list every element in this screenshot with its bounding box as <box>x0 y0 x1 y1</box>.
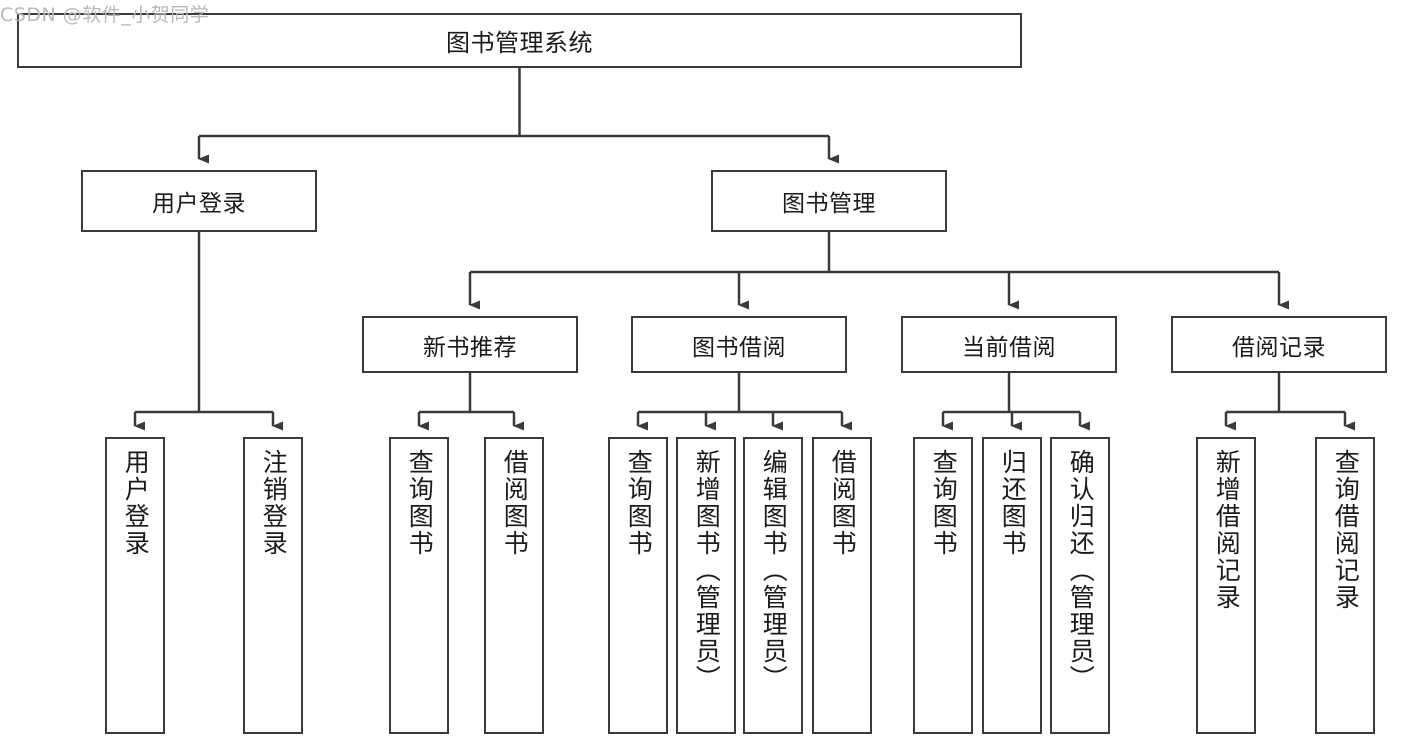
leaf-node-label: 新增图书（管理员） <box>692 449 722 692</box>
leaf-node-leaf-logout[interactable]: 注销登录 <box>243 437 303 734</box>
node-label: 用户登录 <box>152 191 246 217</box>
leaf-node-leaf-query-book-cur[interactable]: 查询图书 <box>913 437 973 734</box>
level3-node-book-borrow[interactable]: 图书借阅 <box>631 316 847 373</box>
node-label: 新书推荐 <box>423 334 517 361</box>
leaf-node-leaf-query-book-bor[interactable]: 查询图书 <box>608 437 668 734</box>
level3-node-current-borrow[interactable]: 当前借阅 <box>901 316 1117 373</box>
leaf-node-leaf-borrow-book-bor[interactable]: 借阅图书 <box>812 437 872 734</box>
root-node-root[interactable]: 图书管理系统 <box>17 13 1022 68</box>
level2-node-book-manage[interactable]: 图书管理 <box>711 170 947 232</box>
node-label: 图书管理系统 <box>446 29 593 57</box>
leaf-node-label: 查询图书 <box>929 449 959 557</box>
leaf-node-label: 用户登录 <box>121 449 151 557</box>
node-label: 图书管理 <box>782 191 876 217</box>
level3-node-new-book-recommend[interactable]: 新书推荐 <box>362 316 578 373</box>
leaf-node-leaf-confirm-return[interactable]: 确认归还（管理员） <box>1050 437 1110 734</box>
leaf-node-label: 查询借阅记录 <box>1331 449 1361 611</box>
leaf-node-label: 查询图书 <box>405 449 435 557</box>
leaf-node-leaf-query-borrow-record[interactable]: 查询借阅记录 <box>1315 437 1375 734</box>
leaf-node-label: 借阅图书 <box>500 449 530 557</box>
leaf-node-leaf-add-book-admin[interactable]: 新增图书（管理员） <box>676 437 736 734</box>
node-label: 当前借阅 <box>962 334 1056 361</box>
leaf-node-label: 确认归还（管理员） <box>1066 449 1096 692</box>
leaf-node-label: 归还图书 <box>998 449 1028 557</box>
leaf-node-label: 新增借阅记录 <box>1212 449 1242 611</box>
node-label: 借阅记录 <box>1232 334 1326 361</box>
leaf-node-leaf-user-login[interactable]: 用户登录 <box>105 437 165 734</box>
leaf-node-leaf-query-book-rec[interactable]: 查询图书 <box>389 437 449 734</box>
leaf-node-leaf-borrow-book-rec[interactable]: 借阅图书 <box>484 437 544 734</box>
leaf-node-label: 查询图书 <box>624 449 654 557</box>
level2-node-user-login[interactable]: 用户登录 <box>81 170 317 232</box>
leaf-node-leaf-return-book[interactable]: 归还图书 <box>982 437 1042 734</box>
leaf-node-label: 编辑图书（管理员） <box>759 449 789 692</box>
node-label: 图书借阅 <box>692 334 786 361</box>
leaf-node-leaf-edit-book-admin[interactable]: 编辑图书（管理员） <box>743 437 803 734</box>
leaf-node-label: 借阅图书 <box>828 449 858 557</box>
leaf-node-leaf-add-borrow-record[interactable]: 新增借阅记录 <box>1196 437 1256 734</box>
leaf-node-label: 注销登录 <box>259 449 289 557</box>
level3-node-borrow-record[interactable]: 借阅记录 <box>1171 316 1387 373</box>
